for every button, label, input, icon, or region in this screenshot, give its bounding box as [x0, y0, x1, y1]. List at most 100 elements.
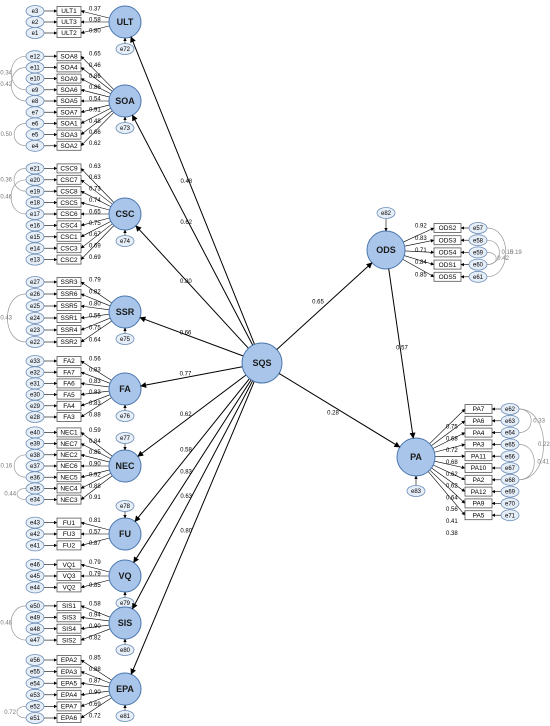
- indicator-label: PA4: [473, 430, 485, 437]
- path-coefficient: 0.58: [180, 447, 192, 453]
- disturbance-term: [406, 485, 426, 497]
- latent-label: CSC: [115, 209, 135, 219]
- factor-vq: [25, 558, 142, 609]
- loading-value: 0.67: [89, 232, 101, 238]
- latent-label: PA: [410, 452, 422, 462]
- loading-value: 0.62: [446, 472, 458, 478]
- latent-label: ODS: [376, 245, 396, 255]
- loading-value: 0.80: [89, 28, 101, 34]
- covariance-value: 0.22: [538, 442, 550, 448]
- error-label: e25: [30, 304, 41, 310]
- loading-value: 0.63: [89, 175, 101, 181]
- error-term: [500, 462, 520, 474]
- loading-value: 0.79: [89, 571, 101, 577]
- path-sqs-ods: [276, 262, 373, 350]
- loading-value: 0.82: [89, 635, 101, 641]
- loading-value: 0.85: [415, 272, 427, 278]
- error-label: e27: [30, 280, 41, 286]
- error-term: [25, 665, 45, 678]
- error-term: [500, 414, 520, 427]
- covariance-arc: [518, 408, 532, 433]
- covariance-arc: [11, 55, 27, 91]
- factor-ult: [25, 5, 142, 55]
- covariance-arc: [13, 454, 27, 478]
- covariance-arc: [13, 123, 27, 147]
- error-term: [500, 485, 520, 498]
- disturbance-label: e73: [120, 126, 131, 132]
- loading-value: 0.54: [89, 96, 101, 102]
- indicator-label: PA11: [471, 453, 486, 460]
- loading-value: 0.75: [89, 325, 101, 331]
- factor-csc: [25, 162, 142, 266]
- disturbance-term: [115, 500, 135, 512]
- path-ods-pa: [388, 268, 416, 439]
- loading-value: 0.80: [89, 301, 101, 307]
- indicator-label: FU1: [63, 520, 76, 527]
- indicator-label: FU2: [63, 543, 76, 550]
- covariance-value: 0.44: [4, 492, 16, 498]
- loading-value: 0.83: [89, 390, 101, 396]
- indicator-label: PA5: [473, 512, 485, 519]
- error-label: e37: [30, 464, 41, 470]
- covariance-arc: [518, 408, 544, 481]
- indicator-label: SOA8: [60, 53, 78, 60]
- error-label: e13: [30, 258, 41, 264]
- indicator-label: CSC9: [60, 166, 78, 173]
- indicator-label: EPA2: [61, 657, 78, 664]
- path-coefficient: 0.62: [180, 220, 192, 226]
- indicator-label: SOA9: [60, 76, 78, 83]
- loading-value: 0.72: [446, 448, 458, 454]
- loading-value: 0.58: [89, 17, 101, 23]
- loading-value: 0.83: [89, 368, 101, 374]
- loading-value: 0.84: [89, 439, 101, 445]
- covariance-arc: [10, 605, 27, 641]
- error-label: e35: [30, 486, 41, 492]
- error-term: [500, 497, 520, 510]
- latent-label: SOA: [115, 96, 135, 106]
- covariance-value: 0.50: [0, 132, 12, 138]
- indicator-label: VQ3: [62, 573, 75, 580]
- error-label: e57: [473, 226, 484, 232]
- error-label: e60: [473, 263, 484, 269]
- loading-value: 0.86: [89, 85, 101, 91]
- latent-label: ULT: [117, 17, 134, 27]
- error-label: e16: [30, 223, 41, 229]
- disturbance-term: [115, 432, 135, 444]
- error-label: e45: [30, 574, 41, 580]
- loading-value: 0.71: [415, 248, 427, 254]
- covariance-value: 0.42: [497, 256, 509, 262]
- loading-value: 0.72: [89, 713, 101, 719]
- indicator-label: SSR3: [61, 279, 78, 286]
- loading-value: 0.38: [446, 531, 458, 537]
- loading-value: 0.74: [89, 198, 101, 204]
- indicator-label: SSR4: [61, 327, 78, 334]
- error-label: e5: [32, 133, 39, 139]
- indicator-label: FU3: [63, 531, 76, 538]
- indicator-label: CSC5: [60, 200, 78, 207]
- path-coefficient: 0.48: [180, 179, 192, 185]
- disturbance-term: [115, 122, 135, 134]
- loading-value: 0.65: [89, 52, 101, 58]
- loading-value: 0.91: [89, 495, 101, 501]
- indicator-label: SOA7: [60, 109, 78, 116]
- loading-value: 0.64: [89, 337, 101, 343]
- indicator-label: PA7: [473, 406, 485, 413]
- path-sqs-csc: [135, 225, 249, 349]
- error-label: e18: [30, 201, 41, 207]
- indicator-label: ODS5: [439, 274, 457, 281]
- loading-value: 0.87: [89, 679, 101, 685]
- loading-value: 0.83: [415, 236, 427, 242]
- indicator-label: CSC7: [60, 177, 78, 184]
- error-label: e59: [473, 250, 484, 256]
- error-label: e69: [505, 490, 516, 496]
- indicator-label: NEC2: [60, 452, 78, 459]
- loading-value: 0.86: [89, 74, 101, 80]
- error-label: e50: [30, 604, 41, 610]
- covariance-arc: [13, 168, 27, 192]
- covariance-value: -0.16: [0, 464, 13, 470]
- error-label: e23: [30, 328, 41, 334]
- error-label: e38: [30, 453, 41, 459]
- covariance-arc: [16, 488, 27, 500]
- error-label: e47: [30, 638, 41, 644]
